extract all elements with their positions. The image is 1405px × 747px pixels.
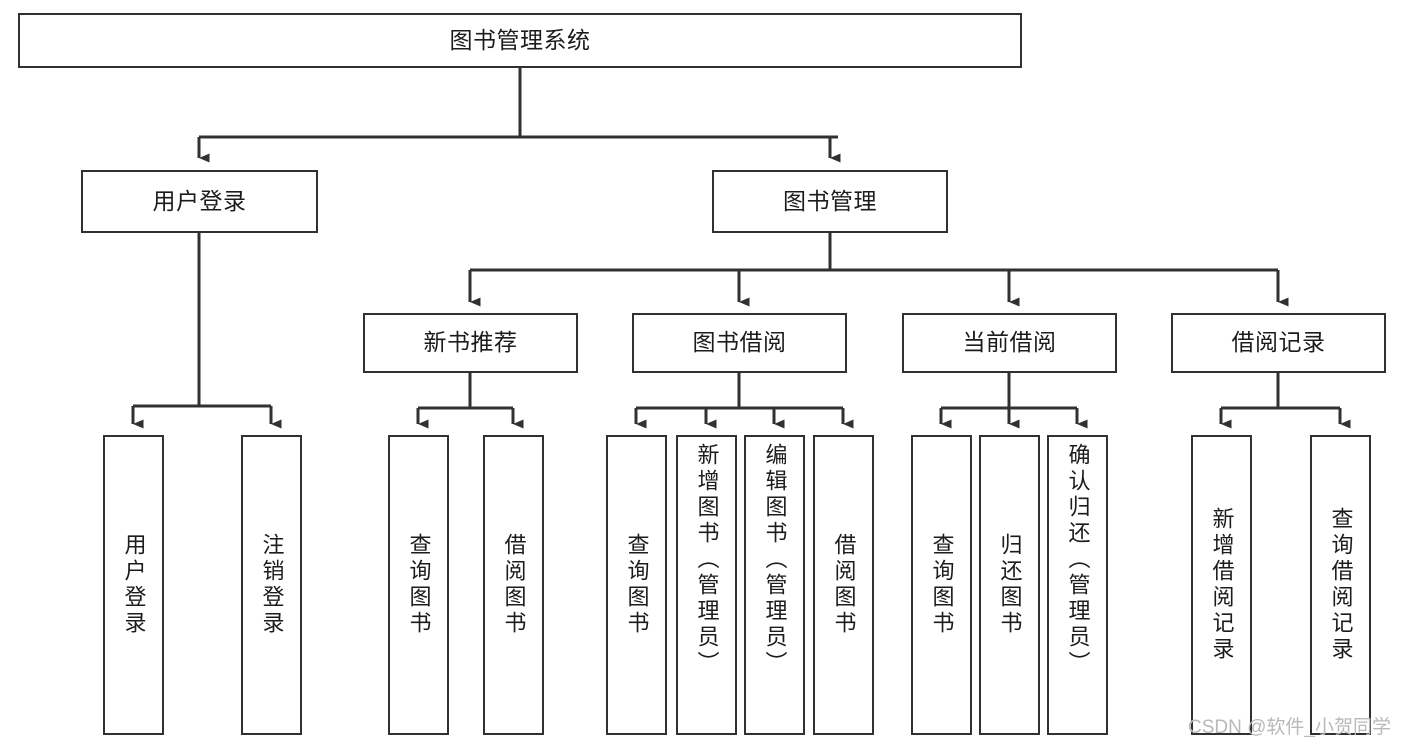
node-label: 新增图书（管理员） <box>694 443 720 677</box>
node-new-book-recommend[interactable]: 新书推荐 <box>363 313 578 373</box>
node-label: 用户登录 <box>121 533 147 637</box>
node-label: 当前借阅 <box>962 329 1057 356</box>
node-label: 注销登录 <box>259 533 285 637</box>
node-label: 查询借阅记录 <box>1328 507 1354 663</box>
leaf-current-borrow-confirm-return-admin[interactable]: 确认归还（管理员） <box>1047 435 1108 735</box>
leaf-book-borrow-query-book[interactable]: 查询图书 <box>606 435 667 735</box>
leaf-current-borrow-return-book[interactable]: 归还图书 <box>979 435 1040 735</box>
leaf-current-borrow-query-book[interactable]: 查询图书 <box>911 435 972 735</box>
node-label: 归还图书 <box>997 533 1023 637</box>
leaf-borrow-record-query-record[interactable]: 查询借阅记录 <box>1310 435 1371 735</box>
node-label: 查询图书 <box>624 533 650 637</box>
node-root-book-management-system[interactable]: 图书管理系统 <box>18 13 1022 68</box>
node-label: 新书推荐 <box>423 329 518 356</box>
node-label: 图书管理 <box>783 187 877 214</box>
leaf-book-borrow-edit-book-admin[interactable]: 编辑图书（管理员） <box>744 435 805 735</box>
node-label: 新增借阅记录 <box>1209 507 1235 663</box>
node-book-borrow[interactable]: 图书借阅 <box>632 313 847 373</box>
node-label: 查询图书 <box>929 533 955 637</box>
leaf-user-login-logout[interactable]: 注销登录 <box>241 435 302 735</box>
leaf-user-login-login[interactable]: 用户登录 <box>103 435 164 735</box>
node-label: 图书借阅 <box>692 329 787 356</box>
csdn-watermark: CSDN @软件_小贺同学 <box>1188 717 1391 738</box>
leaf-new-book-borrow-book[interactable]: 借阅图书 <box>483 435 544 735</box>
node-label: 借阅图书 <box>831 533 857 637</box>
node-book-management[interactable]: 图书管理 <box>712 170 948 233</box>
node-current-borrow[interactable]: 当前借阅 <box>902 313 1117 373</box>
node-label: 查询图书 <box>406 533 432 637</box>
node-label: 编辑图书（管理员） <box>762 443 788 677</box>
node-label: 借阅图书 <box>501 533 527 637</box>
node-user-login[interactable]: 用户登录 <box>81 170 318 233</box>
node-label: 用户登录 <box>152 187 247 214</box>
leaf-new-book-query-book[interactable]: 查询图书 <box>388 435 449 735</box>
leaf-book-borrow-add-book-admin[interactable]: 新增图书（管理员） <box>676 435 737 735</box>
leaf-borrow-record-add-record[interactable]: 新增借阅记录 <box>1191 435 1252 735</box>
node-borrow-record[interactable]: 借阅记录 <box>1171 313 1386 373</box>
node-label: 图书管理系统 <box>449 26 591 53</box>
node-label: 确认归还（管理员） <box>1065 443 1091 677</box>
leaf-book-borrow-borrow-book[interactable]: 借阅图书 <box>813 435 874 735</box>
node-label: 借阅记录 <box>1231 329 1326 356</box>
